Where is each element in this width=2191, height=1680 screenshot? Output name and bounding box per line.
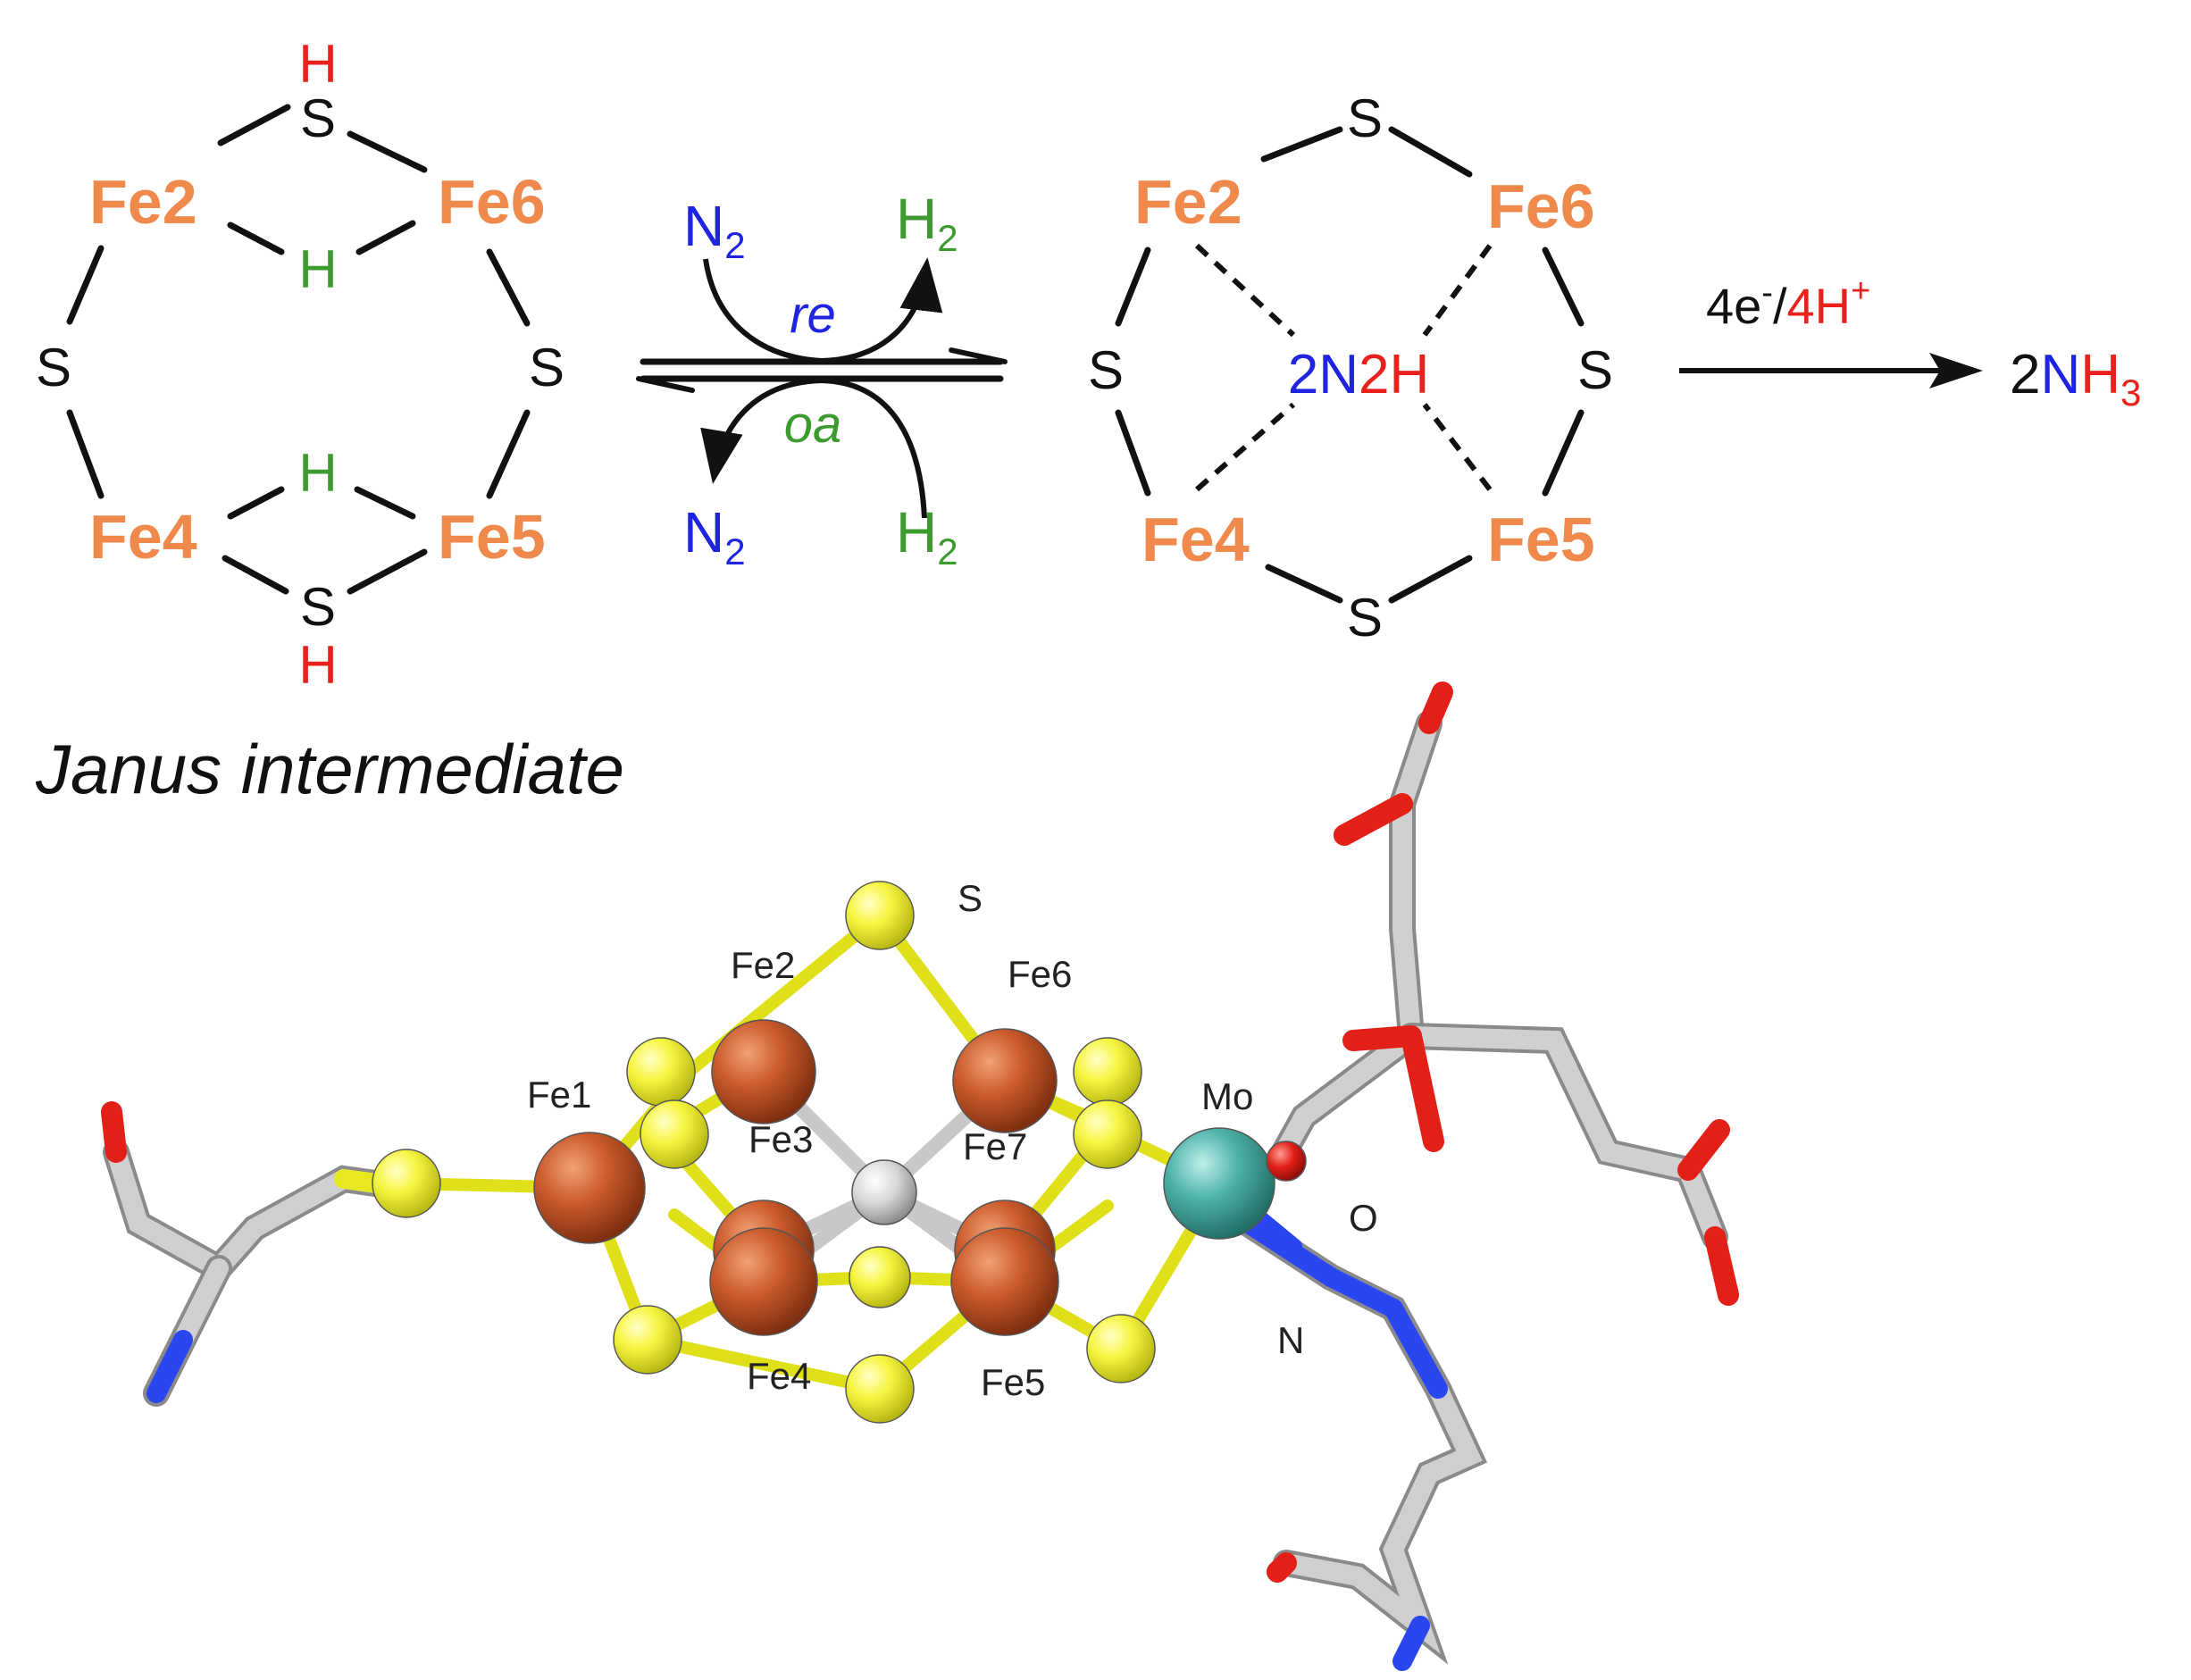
h2-in-label: H2 [896, 500, 958, 573]
janus-right-sulfur-label: S [529, 338, 564, 397]
model-fe7-label: Fe7 [963, 1125, 1027, 1167]
model-s-label: S [958, 877, 983, 919]
n2-out-label: N2 [683, 500, 746, 573]
fe4-atom [709, 1227, 818, 1336]
sulfur-atom [613, 1305, 682, 1375]
sulfur-atom [1086, 1314, 1156, 1383]
janus-bottom-hydride-label: H [298, 443, 337, 503]
model-fe1-label: Fe1 [527, 1074, 591, 1116]
fe2-atom [711, 1019, 816, 1124]
janus-fe2-label: Fe2 [89, 167, 197, 237]
janus-top-hydride-label: H [298, 239, 337, 299]
model-n-label: N [1277, 1319, 1304, 1361]
bound-right-sulfur-label: S [1577, 340, 1613, 400]
janus-bottom-sulfur-label: S [300, 577, 336, 637]
janus-top-sulfur-label: S [300, 88, 336, 148]
fe1-atom [533, 1132, 646, 1244]
bottom-sulfur-atom [845, 1354, 915, 1424]
bound-top-sulfur-label: S [1347, 88, 1383, 148]
atom-spheres [372, 881, 1307, 1424]
janus-fe5-label: Fe5 [438, 502, 546, 572]
fe6-atom [952, 1028, 1058, 1133]
reductive-elimination-label: re [790, 286, 836, 344]
fe5-atom [950, 1227, 1059, 1336]
cysteine-ligand [101, 1101, 420, 1407]
belt-sulfur-atom [849, 1246, 911, 1308]
n2h2-cluster: Fe2 Fe6 Fe4 Fe5 S S S S 2N2H [1088, 88, 1613, 648]
carbide-atom [851, 1159, 917, 1225]
janus-bottom-proton-label: H [298, 635, 337, 695]
model-fe3-label: Fe3 [748, 1118, 813, 1160]
n2-in-label: N2 [683, 194, 746, 266]
model-fe5-label: Fe5 [981, 1361, 1045, 1403]
bound-fe4-label: Fe4 [1141, 505, 1250, 574]
homocitrate-ligand [1268, 681, 1739, 1306]
bound-fe2-label: Fe2 [1134, 167, 1242, 237]
model-fe2-label: Fe2 [731, 944, 795, 986]
bound-n2h2-label: 2N2H [1288, 344, 1430, 405]
janus-intermediate-caption: Janus intermediate [35, 730, 624, 808]
bound-left-sulfur-label: S [1088, 340, 1124, 400]
janus-cluster: Fe2 Fe6 Fe4 Fe5 S H H S S H S H [36, 34, 564, 695]
h2-out-label: H2 [896, 187, 958, 259]
sulfur-atom [626, 1037, 696, 1107]
model-o-label: O [1349, 1197, 1378, 1239]
sulfur-atom [1073, 1099, 1142, 1169]
bound-fe6-label: Fe6 [1487, 171, 1595, 241]
janus-fe4-label: Fe4 [89, 502, 197, 572]
janus-left-sulfur-label: S [36, 338, 71, 397]
reduction-step: 4e-/4H+ 2NH3 [1679, 272, 2141, 414]
cysteine-sulfur-atom [372, 1149, 441, 1218]
model-fe6-label: Fe6 [1008, 953, 1072, 995]
sulfur-atom [1073, 1037, 1142, 1107]
histidine-ligand [1228, 1206, 1488, 1671]
equilibrium-arrows: N2 H2 re oa N2 H2 [636, 187, 1008, 573]
model-fe4-label: Fe4 [747, 1355, 811, 1397]
femoco-3d-model: S Fe2 Fe6 Fe1 Fe3 Fe7 Mo O N Fe4 Fe5 [101, 681, 1739, 1671]
bound-fe5-label: Fe5 [1487, 505, 1595, 574]
electron-proton-label: 4e-/4H+ [1706, 272, 1870, 334]
sulfur-atom [640, 1099, 709, 1169]
janus-top-proton-label: H [298, 34, 337, 94]
ammonia-product-label: 2NH3 [2010, 344, 2141, 414]
top-sulfur-atom [845, 881, 915, 950]
bound-bottom-sulfur-label: S [1347, 588, 1383, 648]
mo-atom [1163, 1127, 1275, 1240]
homocitrate-oxygen-atom [1266, 1141, 1307, 1182]
oxidative-addition-label: oa [784, 396, 842, 454]
janus-fe6-label: Fe6 [438, 167, 546, 237]
model-mo-label: Mo [1201, 1075, 1253, 1117]
